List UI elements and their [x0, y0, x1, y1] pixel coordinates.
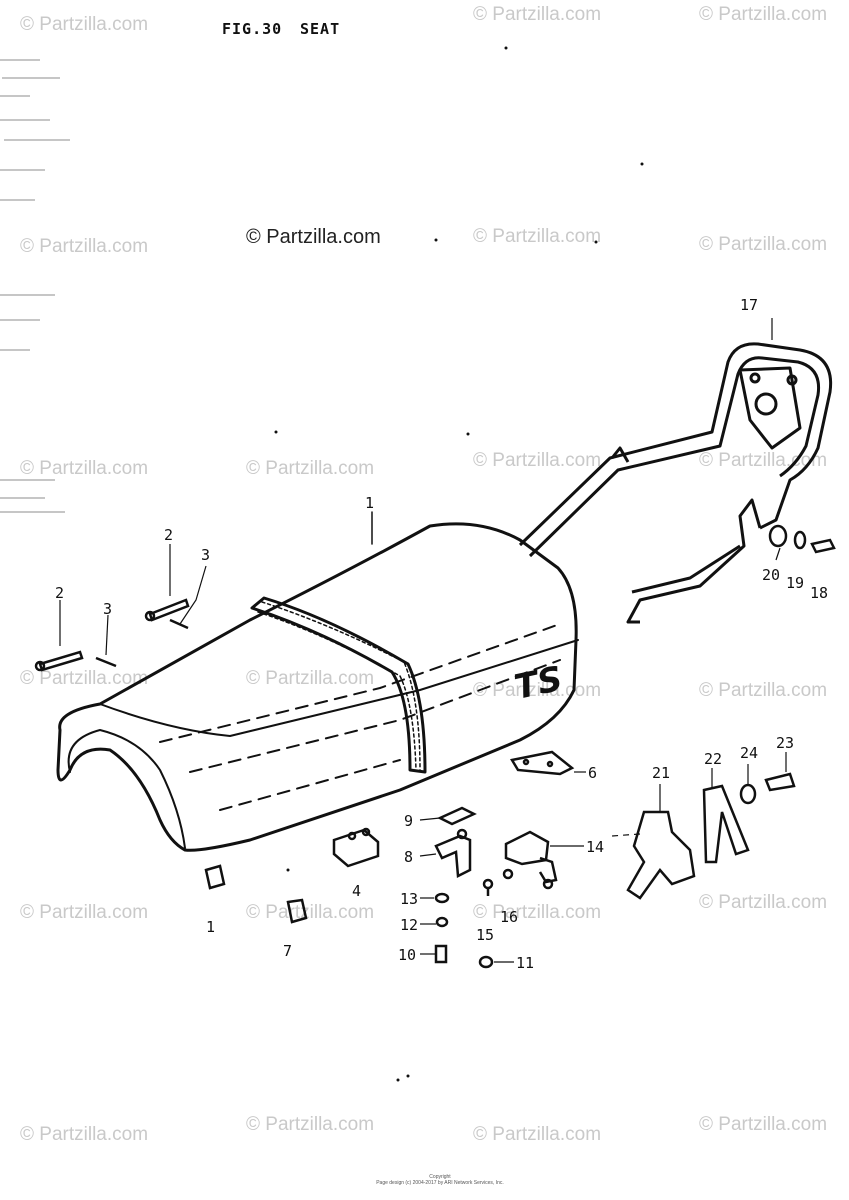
callout-23: 23: [776, 734, 794, 752]
watermark: © Partzilla.com: [246, 458, 375, 479]
figure-number: FIG.30: [222, 20, 283, 38]
watermark: © Partzilla.com: [473, 1124, 602, 1145]
callout-24: 24: [740, 744, 758, 762]
grab-rail-17: [518, 342, 833, 624]
callout-21: 21: [652, 764, 670, 782]
callout-6: 6: [588, 764, 597, 782]
callout-3: 3: [201, 546, 210, 564]
callout-18: 18: [810, 584, 828, 602]
callout-9: 9: [404, 812, 413, 830]
figure-name: SEAT: [300, 20, 341, 38]
watermark: © Partzilla.com: [20, 902, 149, 923]
watermark: © Partzilla.com: [20, 668, 149, 689]
watermark: © Partzilla.com: [699, 892, 828, 913]
watermark: © Partzilla.com: [699, 450, 828, 471]
callout-labels: 1 2 2 3 3 4 6 7 8 9 10 11 12 13 14 15 16…: [55, 296, 828, 972]
watermark: © Partzilla.com: [20, 14, 149, 35]
watermark: © Partzilla.com: [699, 4, 828, 25]
watermark: © Partzilla.com: [20, 236, 149, 257]
watermark: © Partzilla.com: [699, 680, 828, 701]
callout-15: 15: [476, 926, 494, 944]
callout-17: 17: [740, 296, 758, 314]
seat-badge: TS: [511, 659, 566, 708]
watermark: © Partzilla.com: [20, 1124, 149, 1145]
leader-lines: [59, 318, 787, 963]
watermark: © Partzilla.com: [246, 902, 375, 923]
watermark: © Partzilla.com: [473, 4, 602, 25]
callout-16: 16: [500, 908, 518, 926]
callout-4: 4: [352, 882, 361, 900]
seat-1: [56, 511, 579, 852]
callout-1: 1: [365, 494, 374, 512]
footer-copyright: Copyright Page design (c) 2004-2017 by A…: [360, 1174, 520, 1186]
watermark: © Partzilla.com: [473, 680, 602, 701]
callout-12: 12: [400, 916, 418, 934]
callout-10: 10: [398, 946, 416, 964]
hardware-parts: [34, 524, 836, 969]
callout-11: 11: [516, 954, 534, 972]
callout-3: 3: [103, 600, 112, 618]
watermark: © Partzilla.com: [473, 450, 602, 471]
callout-2: 2: [55, 584, 64, 602]
watermark-primary: © Partzilla.com: [246, 226, 381, 248]
callout-20: 20: [762, 566, 780, 584]
scan-noise: [0, 59, 70, 513]
watermark: © Partzilla.com: [246, 1114, 375, 1135]
callout-22: 22: [704, 750, 722, 768]
watermark: © Partzilla.com: [473, 226, 602, 247]
callout-7: 7: [283, 942, 292, 960]
callout-1-lower: 1: [206, 918, 215, 936]
footer-line-1: Copyright: [429, 1174, 451, 1180]
watermark: © Partzilla.com: [20, 458, 149, 479]
callout-13: 13: [400, 890, 418, 908]
footer-line-2: Page design (c) 2004-2017 by ARI Network…: [376, 1180, 504, 1186]
callout-8: 8: [404, 848, 413, 866]
scan-specks: [274, 46, 644, 1082]
callout-19: 19: [786, 574, 804, 592]
watermark: © Partzilla.com: [699, 1114, 828, 1135]
watermark: © Partzilla.com: [473, 902, 602, 923]
callout-2: 2: [164, 526, 173, 544]
callout-14: 14: [586, 838, 604, 856]
watermark: © Partzilla.com: [699, 234, 828, 255]
watermark: © Partzilla.com: [246, 668, 375, 689]
